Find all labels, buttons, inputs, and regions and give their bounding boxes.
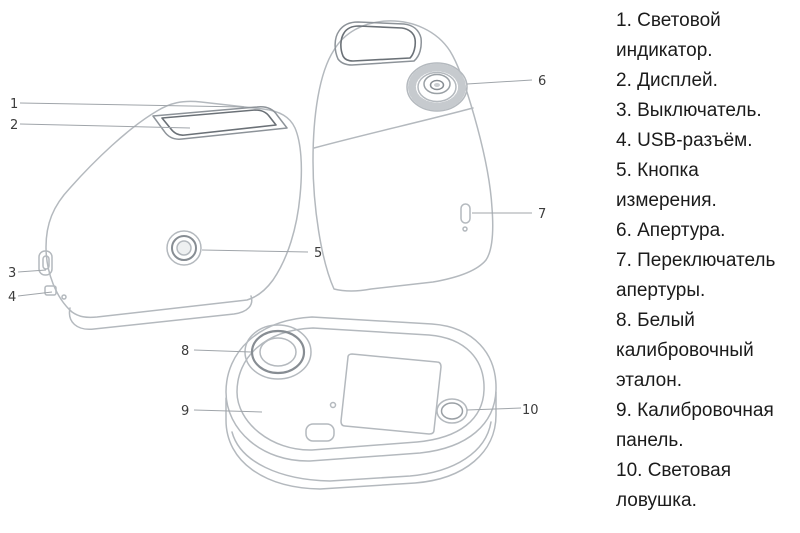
legend-item-6: 6. Апертура. [616,220,726,241]
base-bottom-edge [231,421,492,482]
callout-lines [17,79,533,413]
callout-number-7: 7 [538,207,546,222]
aperture-dial-rim [417,71,457,103]
callout-line-5 [201,249,309,253]
legend-item-4: 4. USB-разъём. [616,130,753,151]
callout-line-8 [193,349,252,353]
power-switch [38,250,53,276]
calibration-standard-ring [250,329,306,375]
callout-number-6: 6 [538,74,546,89]
legend-item-8: 8. Белый калибровочный эталон. [616,310,754,391]
callout-line-3 [17,269,47,273]
callout-numbers: 1 2 3 4 5 6 7 8 9 10 [8,74,546,419]
callout-line-9 [193,409,263,413]
aperture-switch-dot [462,226,468,232]
callout-number-1: 1 [10,97,18,112]
measure-button-center [176,240,192,256]
base-rim-outer [225,316,497,462]
legend-item-5: 5. Кнопка измерения. [616,160,717,211]
legend-item-10: 10. Световая ловушка. [616,460,732,511]
aperture-dial-knurl [408,63,466,111]
callout-line-10 [466,407,522,411]
aperture-cap [423,73,451,95]
rear-display-screen [340,25,417,62]
display-screen-outer [152,106,288,140]
base-recess [340,353,442,435]
legend-item-2: 2. Дисплей. [616,70,718,91]
base-screw-dot [329,401,337,409]
callout-number-4: 4 [8,290,16,305]
light-trap-outer [436,398,468,424]
legend-item-3: 3. Выключатель. [616,100,762,121]
base-side-wall [225,391,497,490]
calibration-base [225,316,497,490]
usb-indicator-dot [61,294,67,300]
measure-button-outer [166,230,202,266]
device-side-base-band [68,295,253,330]
callout-line-1 [19,102,245,108]
legend: 1. Световой индикатор. 2. Дисплей. 3. Вы… [616,6,798,516]
callout-number-2: 2 [10,118,18,133]
legend-item-7: 7. Переключатель апертуры. [616,250,776,301]
base-rim-inner [236,327,485,451]
aperture-dial-outer [406,62,468,112]
legend-item-9: 9. Калибровочная панель. [616,400,774,451]
callout-number-9: 9 [181,404,189,419]
spectrophotometer-diagram: 1 2 3 4 5 6 7 8 9 10 [8,20,546,490]
device-side-view [38,100,303,330]
callout-line-2 [19,123,191,129]
callout-number-8: 8 [181,344,189,359]
rear-display-outer [334,21,422,66]
usb-port [44,285,57,296]
callout-line-6 [466,79,533,85]
aperture-center [434,83,440,87]
base-front-notch [305,423,335,442]
aperture-switch [460,203,471,224]
callout-number-5: 5 [314,246,322,261]
callout-line-4 [17,291,53,297]
legend-item-1: 1. Световой индикатор. [616,10,721,61]
callout-number-3: 3 [8,266,16,281]
display-screen [161,109,277,136]
callout-number-10: 10 [522,403,539,418]
measure-button-ring [171,235,197,261]
power-switch-slider [42,255,50,270]
device-angled-view [312,20,494,292]
calibration-standard-disc [259,337,297,367]
light-trap-inner [440,402,464,420]
device-angled-seam [313,107,474,149]
device-side-body [45,100,303,319]
